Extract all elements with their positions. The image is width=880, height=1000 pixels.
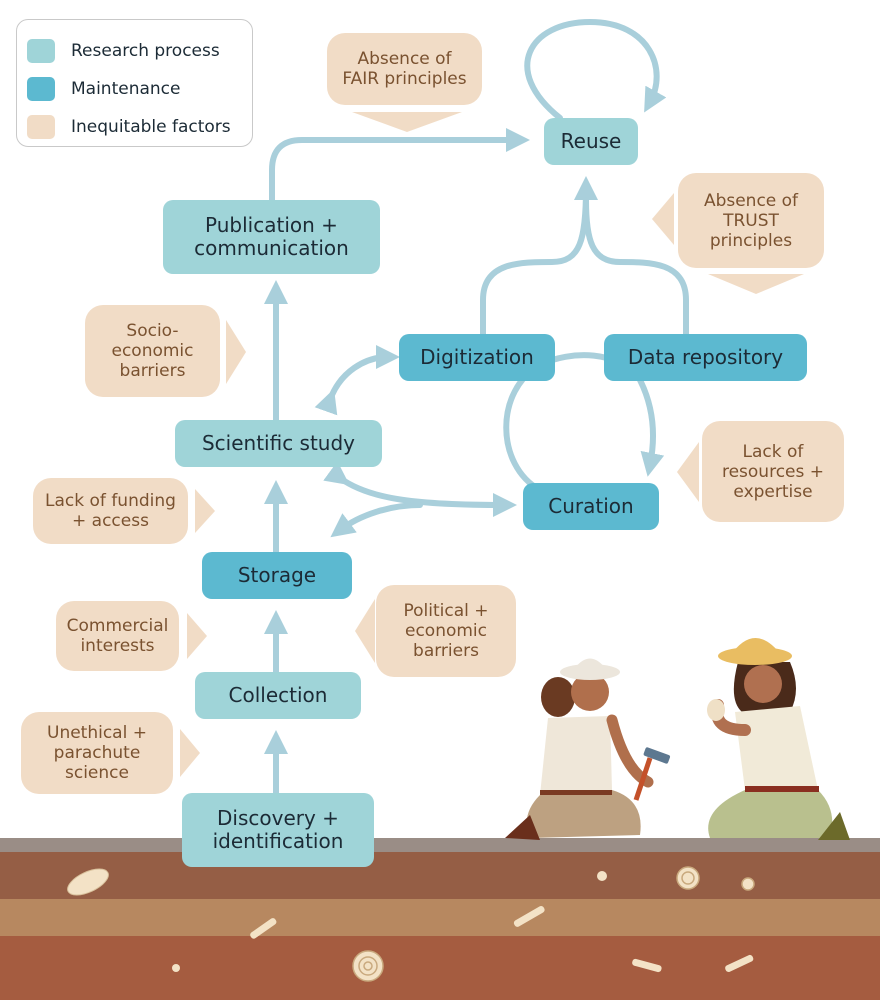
factor-pointer — [708, 274, 804, 294]
node-label: Reuse — [560, 129, 622, 153]
paleontologist-left-illustration — [505, 658, 671, 840]
node-collection: Collection — [195, 672, 361, 719]
factor-absence-fair-principles: Absence of FAIR principles — [327, 33, 482, 105]
fossil-shell-icon — [67, 868, 109, 896]
node-storage: Storage — [202, 552, 352, 599]
fossil-ammonite-icon — [352, 866, 755, 982]
node-scientific-study: Scientific study — [175, 420, 382, 467]
soil-layer-1 — [0, 852, 880, 899]
factor-label: Absence of FAIR principles — [342, 49, 467, 89]
arrow-study-digitization — [314, 345, 400, 416]
factor-label: Absence of TRUST principles — [703, 190, 799, 251]
arrow-reuse-loop — [524, 18, 667, 121]
factor-political-economic-barriers: Political + economic barriers — [376, 585, 516, 677]
legend-label: Research process — [71, 41, 220, 61]
factor-label: Political + economic barriers — [403, 601, 489, 661]
node-label: Discovery + identification — [212, 806, 344, 853]
node-label: Data repository — [627, 345, 784, 369]
factor-label: Lack of funding + access — [45, 491, 176, 531]
legend-item-maintenance: Maintenance — [27, 76, 180, 102]
node-data-repository: Data repository — [604, 334, 807, 381]
factor-label: Commercial interests — [66, 616, 169, 656]
factor-unethical-parachute-science: Unethical + parachute science — [21, 712, 173, 794]
legend-label: Inequitable factors — [71, 117, 231, 137]
node-label: Curation — [548, 494, 634, 518]
fossil-bone-icon — [172, 871, 754, 973]
factor-pointer — [352, 112, 462, 132]
factor-pointer — [677, 442, 699, 502]
factor-pointer — [195, 489, 215, 533]
factor-label: Unethical + parachute science — [47, 723, 147, 783]
factor-pointer — [187, 613, 207, 659]
factor-pointer — [226, 320, 246, 384]
legend-swatch — [27, 77, 55, 101]
soil-layer-3 — [0, 936, 880, 1000]
node-reuse: Reuse — [544, 118, 638, 165]
arrow-study-curation — [323, 461, 517, 517]
legend-swatch — [27, 39, 55, 63]
legend-swatch — [27, 115, 55, 139]
node-label: Collection — [228, 683, 328, 707]
legend-item-inequitable-factors: Inequitable factors — [27, 114, 231, 140]
soil-layer-2 — [0, 899, 880, 936]
arrow-fork-reuse — [480, 176, 598, 337]
paleontologist-right-illustration — [707, 638, 850, 840]
node-discovery-identification: Discovery + identification — [182, 793, 374, 867]
factor-pointer — [355, 599, 375, 663]
factor-lack-of-funding-access: Lack of funding + access — [33, 478, 188, 544]
node-label: Publication + communication — [194, 213, 349, 260]
node-digitization: Digitization — [399, 334, 555, 381]
node-label: Scientific study — [201, 431, 356, 455]
node-label: Digitization — [420, 345, 534, 369]
factor-pointer — [180, 729, 200, 777]
arrow-publication-reuse — [269, 128, 530, 203]
legend: Research process Maintenance Inequitable… — [16, 19, 253, 147]
factor-pointer — [652, 193, 674, 245]
legend-label: Maintenance — [71, 79, 181, 99]
factor-absence-trust-principles: Absence of TRUST principles — [678, 173, 824, 268]
legend-item-research-process: Research process — [27, 38, 220, 64]
ground-surface — [0, 838, 880, 852]
arrow-maintenance-loop — [503, 352, 665, 493]
factor-socio-economic-barriers: Socio- economic barriers — [85, 305, 220, 397]
factor-label: Lack of resources + expertise — [721, 441, 825, 502]
node-curation: Curation — [523, 483, 659, 530]
factor-lack-resources-expertise: Lack of resources + expertise — [702, 421, 844, 522]
node-publication-communication: Publication + communication — [163, 200, 380, 274]
factor-label: Socio- economic barriers — [111, 321, 194, 381]
node-label: Storage — [237, 563, 317, 587]
factor-commercial-interests: Commercial interests — [56, 601, 179, 671]
